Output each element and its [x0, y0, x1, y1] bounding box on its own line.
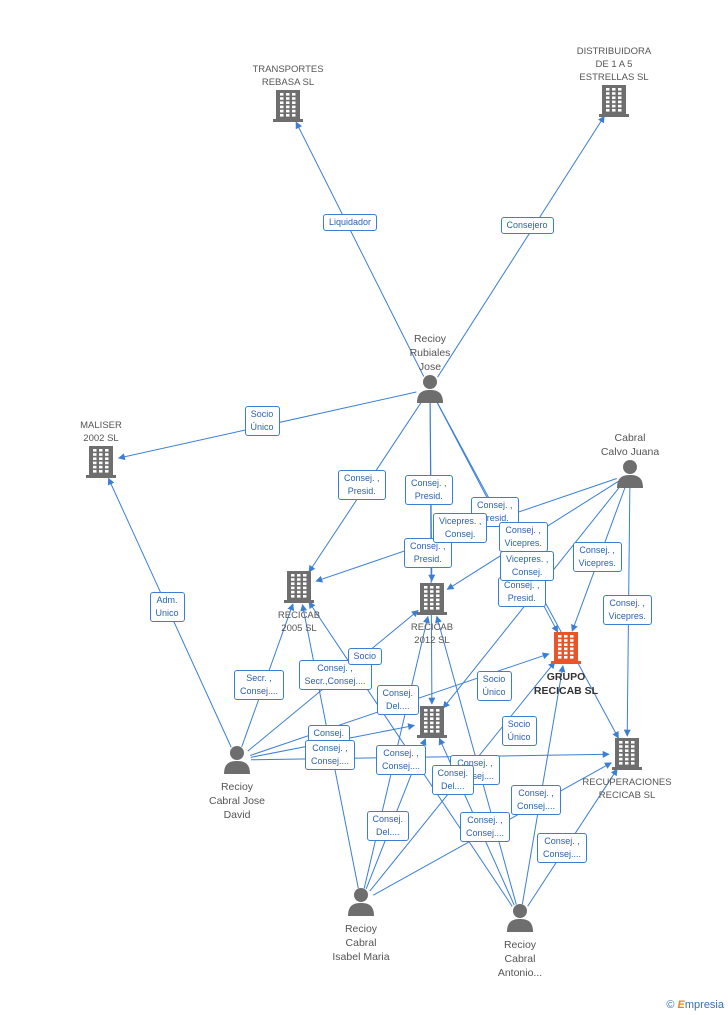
person-icon — [507, 904, 533, 932]
node-distribuidora[interactable]: DISTRIBUIDORA DE 1 A 5 ESTRELLAS SL — [569, 45, 659, 123]
node-label: Recioy Rubiales Jose — [409, 333, 451, 373]
edge-label[interactable]: Consej. , Presid. — [405, 475, 453, 505]
edge-label[interactable]: Adm. Unico — [149, 592, 185, 622]
building-icon — [273, 90, 303, 122]
edge-label[interactable]: Secr. , Consej.... — [234, 670, 285, 700]
edge-label[interactable]: Consej. , Presid. — [498, 577, 546, 607]
edge-label[interactable]: Consej. , Consej.... — [537, 833, 588, 863]
edge-label[interactable]: Socio — [347, 647, 383, 665]
node-label: Recioy Cabral Antonio... — [497, 939, 543, 979]
node-transportes[interactable]: TRANSPORTES REBASA SL — [243, 63, 333, 128]
edge-label[interactable]: Consej. , Consej.... — [511, 785, 562, 815]
node-isabel[interactable]: Recioy Cabral Isabel Maria — [316, 887, 406, 964]
edge-jose-distribuidora — [437, 115, 605, 378]
edge-label[interactable]: Consej. , Consej.... — [460, 812, 511, 842]
edge-label[interactable]: Consej. , Presid. — [404, 538, 452, 568]
edge-label[interactable]: Consejero — [500, 216, 554, 234]
node-label: TRANSPORTES REBASA SL — [252, 64, 324, 88]
node-label: GRUPO RECICAB SL — [533, 671, 599, 697]
edge-label[interactable]: Consej. , Vicepres. — [572, 542, 622, 572]
edge-label[interactable]: Consej. , Consej.... — [305, 740, 356, 770]
edge-antonio-grupo — [521, 665, 566, 905]
edge-label[interactable]: Consej. — [307, 724, 351, 742]
brand-name: mpresia — [684, 999, 724, 1011]
edge-label[interactable]: Consej. , Consej.... — [376, 745, 427, 775]
node-label: Cabral Calvo Juana — [600, 432, 660, 458]
node-label: DISTRIBUIDORA DE 1 A 5 ESTRELLAS SL — [576, 46, 652, 83]
node-recicab2005[interactable]: RECICAB 2005 SL — [254, 570, 344, 635]
edge-label[interactable]: Vicepres. , Consej. — [500, 551, 555, 581]
edge-label[interactable]: Consej. , Vicepres. — [602, 595, 652, 625]
building-icon — [417, 583, 447, 615]
node-label: RECUPERACIONES RECICAB SL — [582, 777, 672, 801]
edge-label[interactable]: Liquidador — [323, 213, 378, 231]
person-icon — [417, 375, 443, 403]
building-icon — [86, 446, 116, 478]
edge-label[interactable]: Consej. Del.... — [431, 765, 475, 795]
node-label: MALISER 2002 SL — [80, 420, 122, 444]
footer-brand: © Empresia — [666, 999, 724, 1011]
copyright-symbol: © — [666, 999, 675, 1011]
node-label: RECICAB 2005 SL — [277, 610, 321, 634]
node-jose[interactable]: Recioy Rubiales Jose — [385, 332, 475, 409]
person-icon — [348, 888, 374, 916]
edge-label[interactable]: Consej. Del.... — [366, 811, 410, 841]
brand-initial: E — [677, 999, 685, 1011]
person-icon — [224, 746, 250, 774]
edge-label[interactable]: Consej. , Vicepres. — [498, 522, 548, 552]
building-icon — [599, 85, 629, 117]
node-label: RECICAB 2012 SL — [410, 622, 454, 646]
node-recicab2012[interactable]: RECICAB 2012 SL — [387, 582, 477, 647]
edge-label[interactable]: Consej. Del.... — [376, 685, 420, 715]
node-maliser[interactable]: MALISER 2002 SL — [56, 419, 146, 484]
building-icon — [551, 632, 581, 664]
node-antonio[interactable]: Recioy Cabral Antonio... — [475, 903, 565, 980]
node-recuperaciones[interactable]: RECUPERACIONES RECICAB SL — [582, 737, 672, 802]
edge-jose-transportes — [295, 121, 425, 377]
edge-label[interactable]: Vicepres. , Consej. — [433, 513, 488, 543]
edge-label[interactable]: Socio Único — [501, 716, 537, 746]
node-label: Recioy Cabral Isabel Maria — [332, 923, 390, 963]
edge-label[interactable]: Socio Único — [244, 406, 280, 436]
edge-label[interactable]: Consej. , Presid. — [338, 470, 386, 500]
node-david[interactable]: Recioy Cabral Jose David — [192, 745, 282, 822]
node-midco[interactable] — [387, 705, 477, 744]
building-icon — [284, 571, 314, 603]
building-icon — [417, 706, 447, 738]
node-label: Recioy Cabral Jose David — [208, 781, 266, 821]
edge-label[interactable]: Socio Único — [476, 671, 512, 701]
edge-label[interactable]: Consej. , Secr.,Consej.... — [298, 660, 372, 690]
node-juana[interactable]: Cabral Calvo Juana — [585, 431, 675, 494]
person-icon — [617, 460, 643, 488]
building-icon — [612, 738, 642, 770]
node-grupo[interactable]: GRUPO RECICAB SL — [521, 631, 611, 698]
